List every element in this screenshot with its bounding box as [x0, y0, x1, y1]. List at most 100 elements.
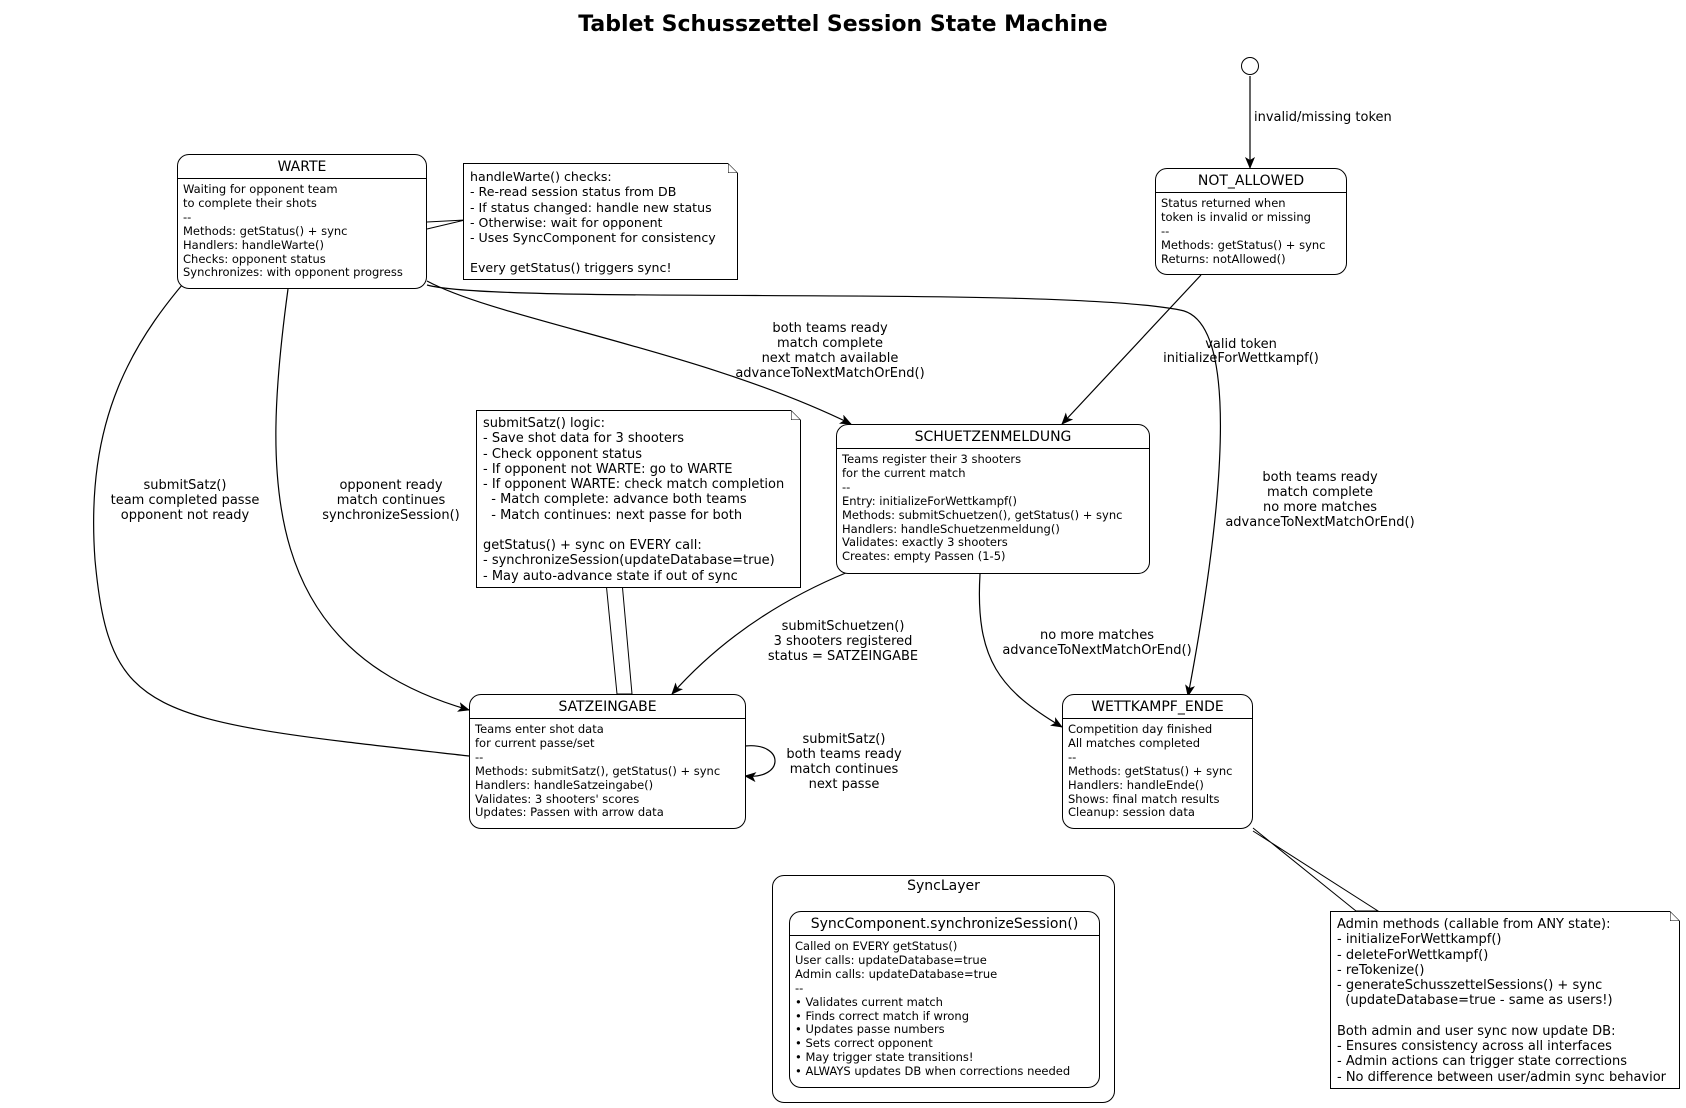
state-line: Handlers: handleSatzeingabe()	[475, 777, 654, 792]
svg-text:advanceToNextMatchOrEnd(): advanceToNextMatchOrEnd()	[1225, 515, 1414, 530]
svg-text:initializeForWettkampf(): initializeForWettkampf()	[1163, 351, 1319, 366]
state-schuetzenmeldung-body: Teams register their 3 shooters for the …	[837, 449, 1149, 568]
state-satzeingabe-body: Teams enter shot data for current passe/…	[470, 719, 745, 824]
state-line: Methods: getStatus() + sync	[1068, 763, 1233, 778]
svg-text:match continues: match continues	[337, 493, 446, 508]
note-line: - No difference between user/admin sync …	[1337, 1069, 1667, 1085]
note-connector-warte	[426, 219, 466, 230]
label-schuetzenmeldung-to-wettkampf-ende: no more matches advanceToNextMatchOrEnd(…	[1002, 628, 1191, 658]
svg-text:synchronizeSession(): synchronizeSession()	[322, 508, 460, 523]
svg-text:invalid/missing token: invalid/missing token	[1254, 110, 1392, 125]
state-line: Methods: getStatus() + sync	[183, 223, 348, 238]
svg-text:status = SATZEINGABE: status = SATZEINGABE	[768, 649, 918, 664]
svg-text:submitSatz(): submitSatz()	[144, 478, 227, 493]
label-warte-to-wettkampf-ende: both teams ready match complete no more …	[1225, 470, 1414, 530]
state-not-allowed-body: Status returned when token is invalid or…	[1156, 193, 1346, 271]
note-connector-admin	[1252, 827, 1380, 912]
state-line: Teams register their 3 shooters	[842, 452, 1022, 466]
note-connector-satz	[605, 581, 633, 695]
state-line: Competition day finished	[1068, 722, 1213, 736]
svg-text:next match available: next match available	[762, 351, 899, 366]
state-line: --	[183, 209, 192, 224]
svg-text:match complete: match complete	[777, 336, 883, 351]
state-line: • Updates passe numbers	[795, 1022, 945, 1037]
state-schuetzenmeldung: SCHUETZENMELDUNG Teams register their 3 …	[836, 424, 1150, 574]
state-sync-component: SyncComponent.synchronizeSession() Calle…	[789, 911, 1100, 1088]
state-line: • Validates current match	[795, 994, 943, 1009]
svg-text:both teams ready: both teams ready	[1262, 470, 1378, 485]
label-satzeingabe-self-loop: submitSatz() both teams ready match cont…	[786, 732, 902, 792]
state-not-allowed-name: NOT_ALLOWED	[1156, 169, 1346, 193]
state-line: Updates: Passen with arrow data	[475, 805, 664, 820]
note-line: - synchronizeSession(updateDatabase=true…	[483, 553, 775, 569]
state-line: All matches completed	[1068, 735, 1201, 750]
note-line: - If opponent not WARTE: go to WARTE	[483, 461, 733, 477]
note-warte-checks: handleWarte() checks: - Re-read session …	[463, 163, 738, 280]
state-wettkampf-ende-name: WETTKAMPF_ENDE	[1063, 695, 1252, 719]
svg-text:no more matches: no more matches	[1263, 500, 1377, 515]
state-line: Waiting for opponent team	[183, 182, 338, 196]
label-not-allowed-to-schuetzenmeldung: valid token initializeForWettkampf()	[1163, 337, 1319, 366]
note-line: - reTokenize()	[1337, 962, 1425, 978]
sync-layer-name: SyncLayer	[907, 878, 980, 894]
state-wettkampf-ende-body: Competition day finished All matches com…	[1063, 719, 1252, 824]
state-line: • Finds correct match if wrong	[795, 1008, 969, 1023]
label-warte-to-schuetzenmeldung: both teams ready match complete next mat…	[735, 321, 924, 381]
state-line: --	[1068, 749, 1077, 764]
state-schuetzenmeldung-name: SCHUETZENMELDUNG	[837, 425, 1149, 449]
state-line: Creates: empty Passen (1-5)	[842, 549, 1006, 564]
svg-text:advanceToNextMatchOrEnd(): advanceToNextMatchOrEnd()	[1002, 643, 1191, 658]
state-line: Validates: exactly 3 shooters	[842, 535, 1008, 550]
edge-warte-to-satzeingabe	[275, 288, 470, 712]
note-line: - Save shot data for 3 shooters	[483, 431, 685, 447]
label-satzeingabe-to-warte: submitSatz() team completed passe oppone…	[111, 478, 260, 523]
state-line: • Sets correct opponent	[795, 1036, 933, 1051]
note-line: - initializeForWettkampf()	[1337, 932, 1502, 948]
note-line: getStatus() + sync on EVERY call:	[483, 538, 702, 554]
note-line	[470, 245, 731, 260]
state-line: Cleanup: session data	[1068, 805, 1195, 820]
state-satzeingabe: SATZEINGABE Teams enter shot data for cu…	[469, 694, 746, 829]
note-line: Every getStatus() triggers sync!	[470, 260, 672, 276]
note-line: - If status changed: handle new status	[470, 199, 712, 215]
state-not-allowed: NOT_ALLOWED Status returned when token i…	[1155, 168, 1347, 275]
note-line: - Match continues: next passe for both	[483, 507, 743, 523]
note-line: submitSatz() logic:	[483, 416, 606, 431]
state-line: --	[475, 749, 484, 764]
state-line: Teams enter shot data	[475, 722, 604, 736]
label-schuetzenmeldung-to-satzeingabe: submitSchuetzen() 3 shooters registered …	[768, 619, 918, 664]
state-line: • May trigger state transitions!	[795, 1050, 974, 1065]
note-line: - Admin actions can trigger state correc…	[1337, 1054, 1627, 1070]
edge-warte-to-wettkampf-ende	[426, 284, 1222, 697]
sync-component-name: SyncComponent.synchronizeSession()	[790, 912, 1099, 936]
state-line: Methods: getStatus() + sync	[1161, 237, 1326, 252]
svg-text:valid token: valid token	[1205, 337, 1277, 352]
note-line: - Check opponent status	[483, 446, 643, 462]
state-line: to complete their shots	[183, 195, 317, 210]
note-line: - generateSchusszettelSessions() + sync	[1337, 978, 1603, 994]
note-line: - deleteForWettkampf()	[1337, 947, 1489, 963]
sync-component-body: Called on EVERY getStatus() User calls: …	[790, 936, 1099, 1083]
note-line: - Otherwise: wait for opponent	[470, 214, 663, 230]
state-wettkampf-ende: WETTKAMPF_ENDE Competition day finished …	[1062, 694, 1253, 829]
svg-text:both teams ready: both teams ready	[772, 321, 888, 336]
note-admin-methods: Admin methods (callable from ANY state):…	[1330, 911, 1680, 1089]
note-line	[1337, 1009, 1673, 1024]
note-line	[483, 523, 794, 538]
note-fold-icon	[1670, 911, 1680, 921]
state-line: Validates: 3 shooters' scores	[475, 791, 640, 806]
edge-warte-to-schuetzenmeldung	[426, 280, 852, 425]
svg-text:match continues: match continues	[790, 762, 899, 777]
svg-text:opponent not ready: opponent not ready	[121, 508, 250, 523]
state-line: Handlers: handleSchuetzenmeldung()	[842, 521, 1060, 536]
state-line: • ALWAYS updates DB when corrections nee…	[795, 1064, 1071, 1079]
note-line: - May auto-advance state if out of sync	[483, 568, 738, 584]
state-line: for the current match	[842, 465, 966, 480]
state-line: Shows: final match results	[1068, 791, 1220, 806]
note-line: - Match complete: advance both teams	[483, 492, 747, 508]
state-line: Entry: initializeForWettkampf()	[842, 493, 1018, 508]
note-line: - Ensures consistency across all interfa…	[1337, 1039, 1612, 1055]
state-line: --	[842, 479, 851, 494]
state-line: Handlers: handleWarte()	[183, 237, 324, 252]
svg-text:match complete: match complete	[1267, 485, 1373, 500]
